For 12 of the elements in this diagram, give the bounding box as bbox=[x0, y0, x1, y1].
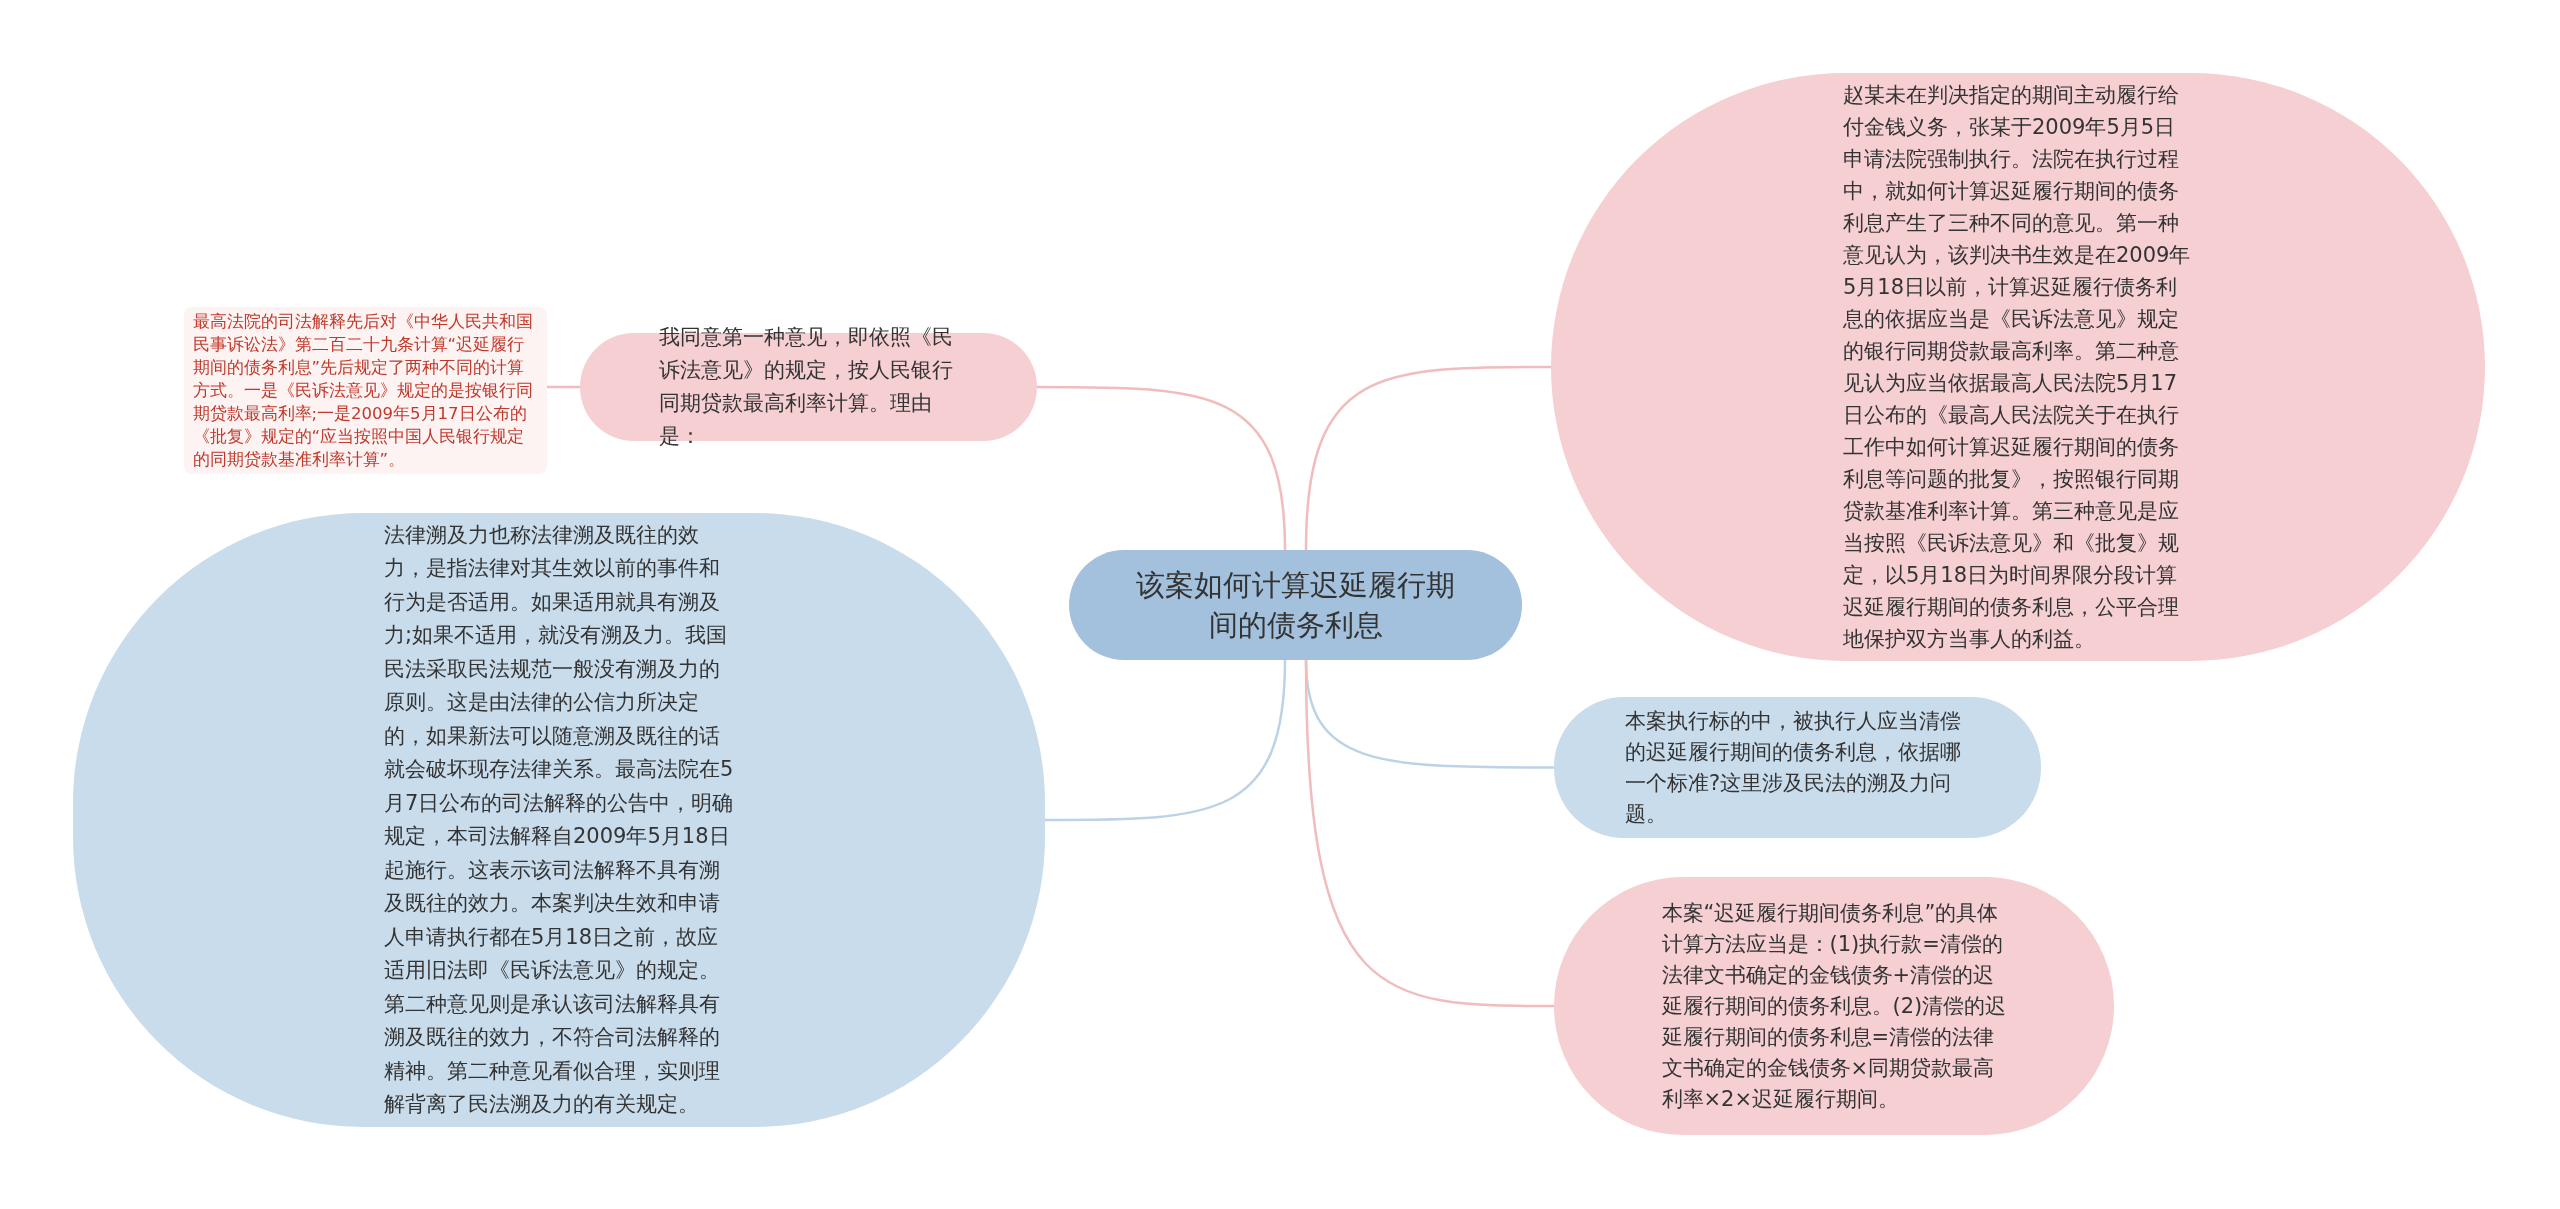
node-text: 我同意第一种意见，即依照《民诉法意见》的规定，按人民银行同期贷款最高利率计算。理由是： bbox=[658, 324, 954, 450]
node-text: 最高法院的司法解释先后对《中华人民共和国民事诉讼法》第二百二十九条计算“迟延履行期间的债务利息”先后规定了两种不同的计算方式。一是《民诉法意见》规定的是按银行同期贷款最高利率;一是2009年5月17日公布的《批复》规定的“应当按照中国人民银行规定的同期贷款基准利率计算”。 bbox=[192, 311, 534, 471]
connector-line bbox=[1045, 659, 1287, 822]
connector-line bbox=[1037, 385, 1287, 551]
node-text: 法律溯及力也称法律溯及既往的效力，是指法律对其生效以前的事件和行为是否适用。如果适用就具有溯及力;如果不适用，就没有溯及力。我国民法采取民法规范一般没有溯及力的原则。这是由法律的公信力所决定的，如果新法可以随意溯及既往的话就会破坏现存法律关系。最高法院在5月7日公布的司法解释的公告中，明确规定，本司法解释自2009年5月18日起施行。这表示该司法解释不具有溯及既往的效力。本案判决生效和申请人申请执行都在5月18日之前，故应适用旧法即《民诉法意见》的规定。第二种意见则是承认该司法解释具有溯及既往的效力，不符合司法解释的精神。第二种意见看似合理，实则理解背离了民法溯及力的有关规定。 bbox=[384, 521, 734, 1118]
node-text: 本案“迟延履行期间债务利息”的具体计算方法应当是：(1)执行款=清偿的法律文书确定的金钱债务+清偿的迟延履行期间的债务利息。(2)清偿的迟延履行期间的债务利息=清偿的法律文书确定的金钱债务×同期贷款最高利率×2×迟延履行期间。 bbox=[1661, 899, 2007, 1113]
node-text: 赵某未在判决指定的期间主动履行给付金钱义务，张某于2009年5月5日申请法院强制执行。法院在执行过程中，就如何计算迟延履行期间的债务利息产生了三种不同的意见。第一种意见认为，该判决书生效是在2009年5月18日以前，计算迟延履行债务利息的依据应当是《民诉法意见》规定的银行同期贷款最高利率。第二种意见认为应当依据最高人民法院5月17日公布的《最高人民法院关于在执行工作中如何计算迟延履行期间的债务利息等问题的批复》，按照银行同期贷款基准利率计算。第三种意见是应当按照《民诉法意见》和《批复》规定，以5月18日为时间界限分段计算迟延履行期间的债务利息，公平合理地保护双方当事人的利益。 bbox=[1843, 82, 2192, 653]
connector-line bbox=[1304, 365, 1551, 551]
connector-line bbox=[547, 385, 580, 389]
node-text: 该案如何计算迟延履行期间的债务利息 bbox=[1135, 567, 1456, 644]
connector-line bbox=[1304, 659, 1554, 1008]
node-text: 本案执行标的中，被执行人应当清偿的迟延履行期间的债务利息，依据哪一个标准?这里涉及民法的溯及力问题。 bbox=[1625, 707, 1962, 828]
